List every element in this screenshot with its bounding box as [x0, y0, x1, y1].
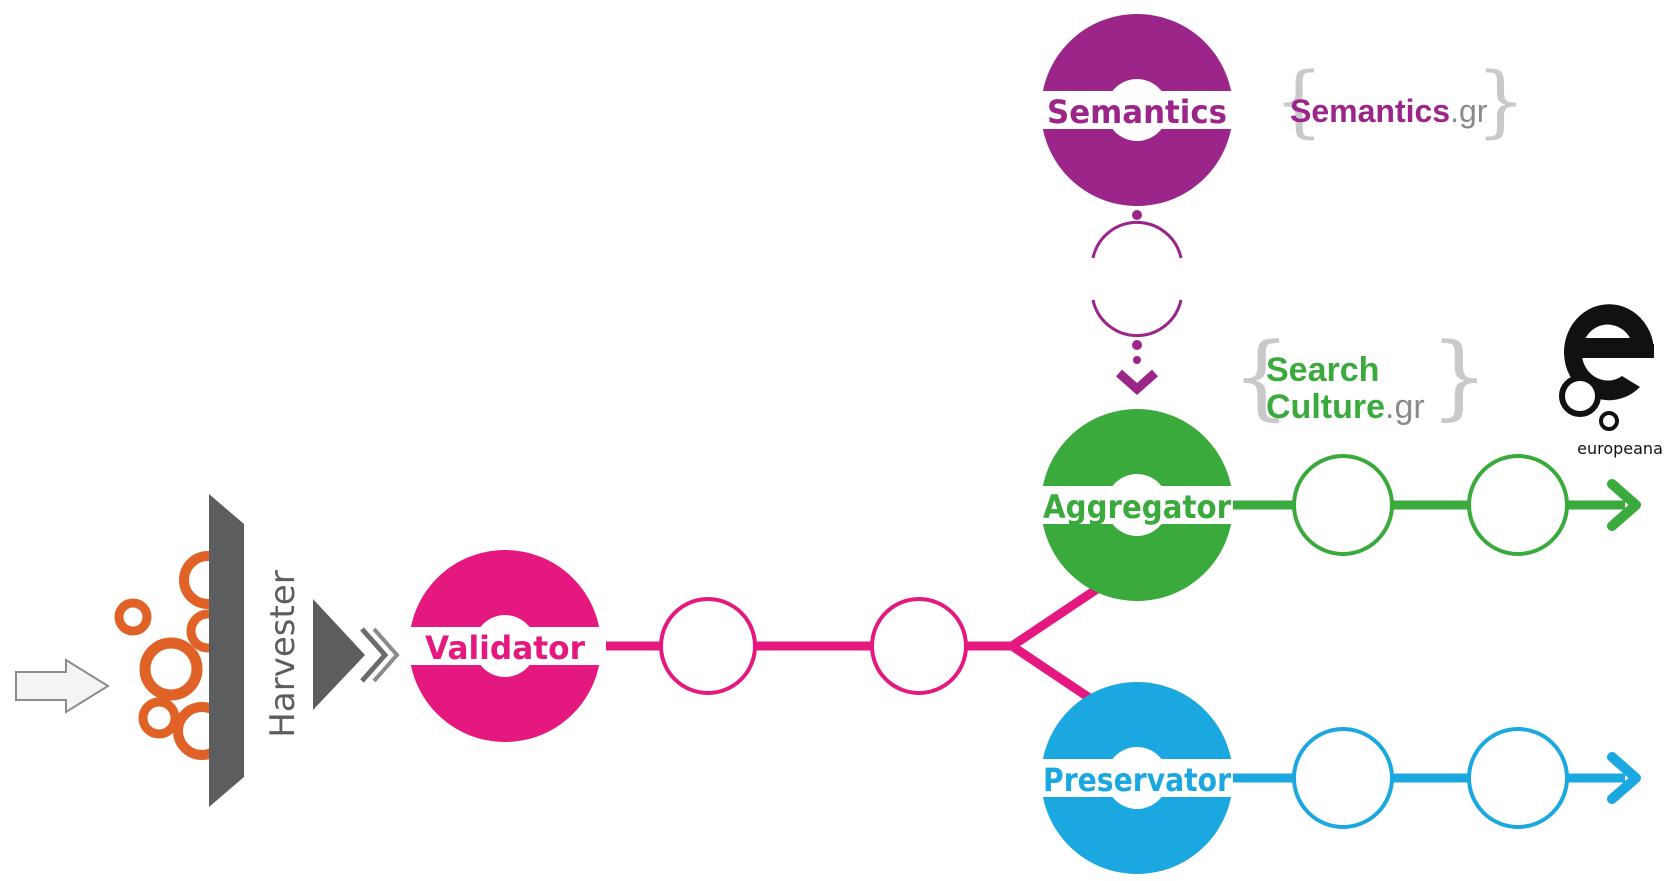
- arrow-right-icon: [1607, 479, 1641, 531]
- funnel-icon: [313, 599, 365, 710]
- aggregator-pipeline: [1224, 454, 1641, 556]
- validator-node: Validator: [409, 550, 601, 742]
- validator-pipeline: [606, 583, 1103, 709]
- searchculture-gr-line1: Search: [1266, 351, 1379, 389]
- input-arrow-icon: [15, 658, 110, 714]
- record-bubble: [138, 697, 180, 739]
- semantics-connector: [1091, 210, 1183, 396]
- semantics-gr-tld: .gr: [1450, 93, 1488, 129]
- searchculture-gr-word: Culture: [1266, 388, 1385, 426]
- pipeline-step: [1467, 727, 1569, 829]
- double-chevron-right-icon: [360, 627, 389, 683]
- svg-text:}: }: [1476, 57, 1526, 147]
- europeana-logo-text: europeana: [1577, 439, 1663, 458]
- harvester-bar: [209, 494, 244, 807]
- pipeline-step: [1292, 454, 1394, 556]
- svg-text:{: {: [1232, 323, 1291, 430]
- harvester: Harvester: [209, 494, 400, 807]
- svg-text:}: }: [1430, 323, 1489, 430]
- svg-text:Culture.gr: Culture.gr: [1266, 388, 1425, 426]
- pipeline-step: [870, 597, 968, 695]
- searchculture-gr-logo: { Search Culture.gr }: [1232, 323, 1489, 430]
- preservator-pipeline: [1224, 727, 1641, 829]
- chevron-down-icon: [1116, 369, 1158, 396]
- europeana-logo: europeana: [1559, 304, 1663, 458]
- record-bubble: [114, 598, 152, 636]
- pipeline-step: [659, 597, 757, 695]
- pipeline-step: [1292, 727, 1394, 829]
- preservator-node: Preservator: [1041, 682, 1233, 874]
- aggregator-label: Aggregator: [1043, 488, 1231, 526]
- svg-text:{: {: [1274, 57, 1324, 147]
- record-bubble: [139, 637, 203, 701]
- arrow-right-icon: [1607, 752, 1641, 804]
- preservator-label: Preservator: [1043, 761, 1231, 799]
- semantics-gr-word: Semantics: [1290, 93, 1450, 129]
- semantics-gr-logo: { Semantics.gr }: [1274, 57, 1526, 147]
- semantics-node: Semantics: [1041, 14, 1233, 206]
- searchculture-gr-tld: .gr: [1385, 388, 1425, 426]
- aggregator-node: Aggregator: [1041, 409, 1233, 601]
- validator-label: Validator: [425, 629, 585, 667]
- harvester-label: Harvester: [263, 570, 303, 737]
- pipeline-step: [1467, 454, 1569, 556]
- semantics-label: Semantics: [1047, 93, 1227, 131]
- svg-text:Semantics.gr: Semantics.gr: [1290, 93, 1488, 129]
